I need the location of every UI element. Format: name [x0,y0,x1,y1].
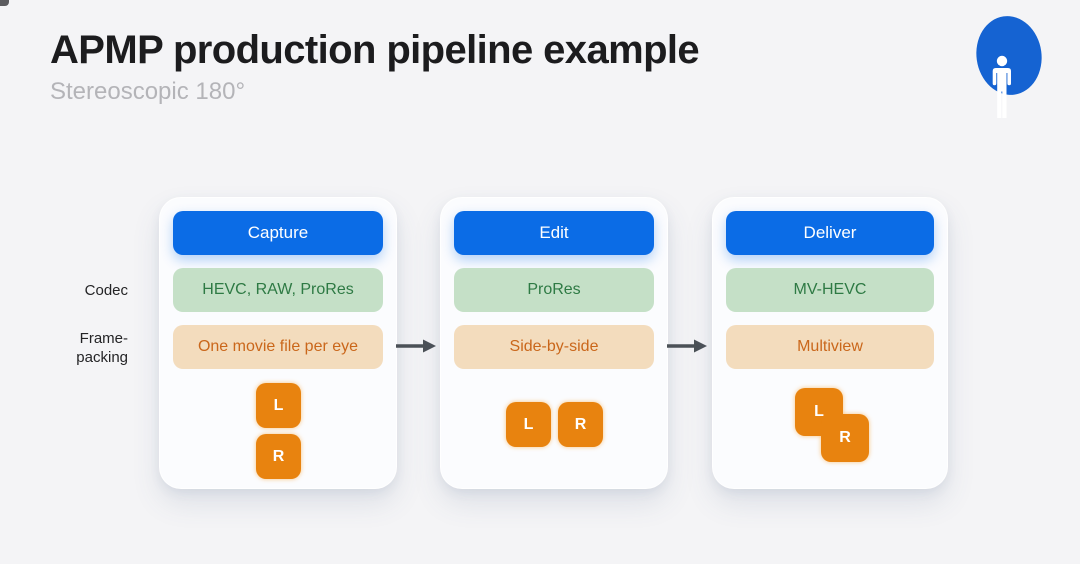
flow-arrow-edit-to-deliver [667,338,707,354]
row-label-frame-packing-line1: Frame- [79,330,128,347]
right-eye-block: R [558,402,603,447]
stage-card-capture: Capture HEVC, RAW, ProRes One movie file… [159,197,397,489]
left-eye-block: L [506,402,551,447]
person-in-180-dome-icon [972,12,1048,129]
row-label-frame-packing-line2: packing [76,349,128,366]
row-label-frame-packing: Frame- packing [20,329,128,367]
codec-value-edit: ProRes [454,268,654,312]
stage-header-edit: Edit [454,211,654,255]
frame-packing-value-capture: One movie file per eye [173,325,383,369]
stage-header-capture: Capture [173,211,383,255]
eye-blocks-deliver: L R [713,198,947,488]
codec-value-deliver: MV-HEVC [726,268,934,312]
frame-packing-value-deliver: Multiview [726,325,934,369]
row-label-codec: Codec [84,282,128,299]
frame-packing-value-edit: Side-by-side [454,325,654,369]
stage-card-edit: Edit ProRes Side-by-side L R [440,197,668,489]
stage-header-deliver: Deliver [726,211,934,255]
eye-blocks-capture: L R [160,198,396,488]
flow-arrow-capture-to-edit [396,338,436,354]
page-title: APMP production pipeline example [50,28,700,72]
page-subtitle: Stereoscopic 180° [50,78,246,105]
codec-value-capture: HEVC, RAW, ProRes [173,268,383,312]
stage-card-deliver: Deliver MV-HEVC Multiview L R [712,197,948,489]
top-left-corner-artifact [0,0,9,6]
left-eye-block: L [256,383,301,428]
right-eye-block: R [821,414,869,462]
right-eye-block: R [256,434,301,479]
eye-blocks-edit: L R [441,198,667,488]
